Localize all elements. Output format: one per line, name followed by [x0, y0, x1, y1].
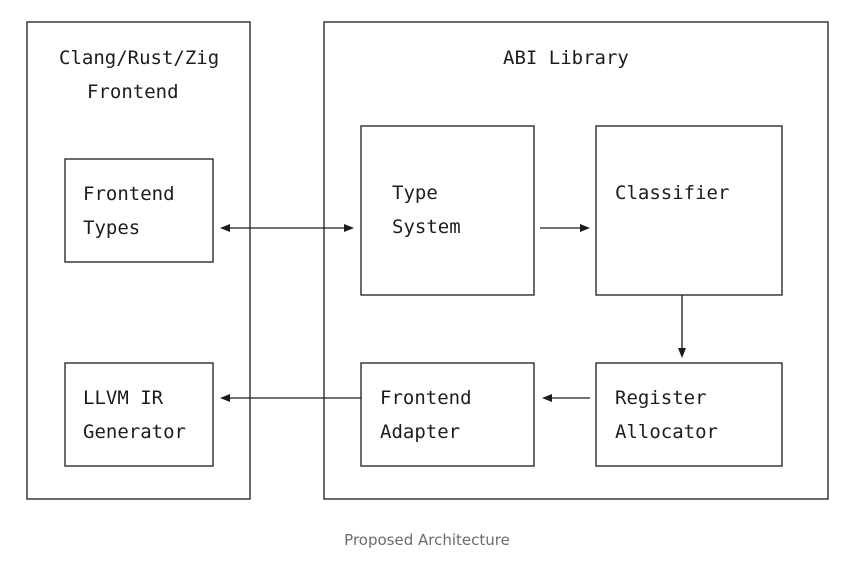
- arrowhead-left-icon: [220, 224, 230, 232]
- diagram-caption: Proposed Architecture: [344, 531, 510, 549]
- register-allocator-node: [595, 362, 783, 467]
- arrowhead-right-icon: [580, 224, 590, 232]
- type-system-label-line1: Type: [392, 182, 438, 204]
- arrow-frontend-adapter-llvm-ir-generator: [220, 394, 361, 402]
- frontend-container-label-line2: Frontend: [87, 81, 179, 103]
- frontend-adapter-label-line1: Frontend: [380, 387, 472, 409]
- classifier-node: [595, 125, 783, 296]
- frontend-adapter-label-line2: Adapter: [380, 421, 460, 443]
- arrowhead-left-icon: [220, 394, 230, 402]
- arrow-type-system-classifier: [540, 224, 590, 232]
- register-allocator-label-line1: Register: [615, 387, 707, 409]
- arrow-frontend-types-type-system: [220, 224, 354, 232]
- type-system-node: [360, 125, 535, 296]
- classifier-label: Classifier: [615, 182, 729, 204]
- abi-library-label: ABI Library: [503, 47, 629, 69]
- frontend-adapter-node: [360, 362, 535, 467]
- type-system-label-line2: System: [392, 216, 461, 238]
- arrow-classifier-register-allocator: [678, 295, 686, 358]
- arrowhead-down-icon: [678, 348, 686, 358]
- arrowhead-left-icon: [542, 394, 552, 402]
- arrowhead-right-icon: [344, 224, 354, 232]
- llvm-ir-generator-label-line1: LLVM IR: [83, 387, 164, 409]
- frontend-types-label-line1: Frontend: [83, 183, 175, 205]
- llvm-ir-generator-label-line2: Generator: [83, 421, 186, 443]
- frontend-types-node: [64, 158, 214, 263]
- frontend-types-label-line2: Types: [83, 217, 140, 239]
- llvm-ir-generator-node: [64, 362, 214, 467]
- frontend-container-label-line1: Clang/Rust/Zig: [59, 47, 219, 69]
- register-allocator-label-line2: Allocator: [615, 421, 718, 443]
- arrow-register-allocator-frontend-adapter: [542, 394, 590, 402]
